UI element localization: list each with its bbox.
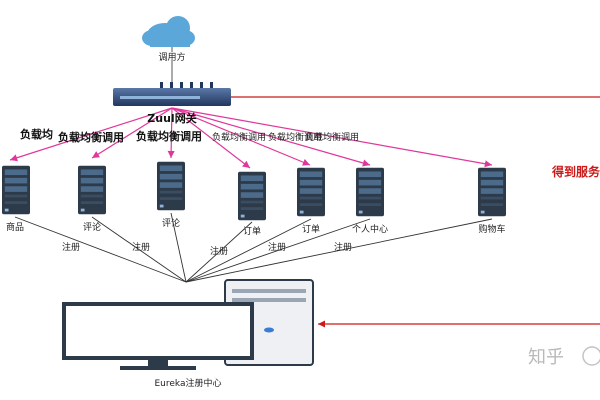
register-label: 注册: [132, 241, 150, 253]
register-label: 注册: [334, 241, 352, 253]
lb-arrow: [91, 107, 173, 159]
server-icon: [157, 161, 185, 211]
register-line: [91, 216, 187, 283]
service-label: 商品: [6, 221, 24, 233]
register-line: [170, 212, 187, 283]
server-icon: [78, 165, 106, 215]
register-line: [185, 218, 312, 283]
side-note: 得到服务: [551, 164, 600, 179]
lb-label: 负载均衡调用: [212, 131, 266, 143]
lb-label: 负载均衡调用: [58, 130, 124, 144]
lb-arrow: [9, 107, 173, 162]
service-label: 评论: [83, 221, 101, 233]
service-label: 购物车: [478, 223, 505, 235]
service-label: 订单: [243, 225, 261, 237]
lb-label: 负载均: [20, 127, 53, 141]
server-icon: [2, 165, 30, 215]
lb-arrow: [171, 107, 493, 168]
lb-label: 负载均衡调用: [136, 129, 202, 143]
register-line: [185, 218, 371, 283]
watermark: 知乎: [528, 347, 564, 368]
cloud-icon: [142, 16, 195, 47]
cloud-label: 调用方: [158, 51, 185, 63]
lb-arrow: [171, 107, 251, 169]
register-line: [185, 221, 253, 283]
server-icon: [478, 167, 506, 217]
lb-arrow: [171, 107, 371, 167]
lb-label: 负载均衡调用: [305, 131, 359, 143]
register-label: 注册: [62, 241, 80, 253]
service-label: 个人中心: [352, 223, 388, 235]
service-label: 评论: [162, 217, 180, 229]
lb-arrow: [167, 107, 175, 159]
load-balance-arrows: [9, 107, 493, 169]
server-icon: [238, 171, 266, 221]
gateway-label: Zuul网关: [147, 111, 196, 125]
register-line: [185, 218, 493, 283]
watermark-logo-icon: [582, 346, 600, 366]
lb-arrow: [171, 107, 311, 166]
register-line: [14, 216, 187, 283]
register-label: 注册: [268, 241, 286, 253]
server-icon: [356, 167, 384, 217]
lb-label: 负载均衡调用: [268, 131, 322, 143]
register-lines: [14, 212, 493, 283]
service-label: 订单: [302, 223, 320, 235]
eureka-label: Eureka注册中心: [155, 377, 222, 389]
gateway-router-icon: [113, 82, 231, 106]
server-icon: [297, 167, 325, 217]
eureka-computer-icon: [62, 279, 314, 370]
register-label: 注册: [210, 245, 228, 257]
